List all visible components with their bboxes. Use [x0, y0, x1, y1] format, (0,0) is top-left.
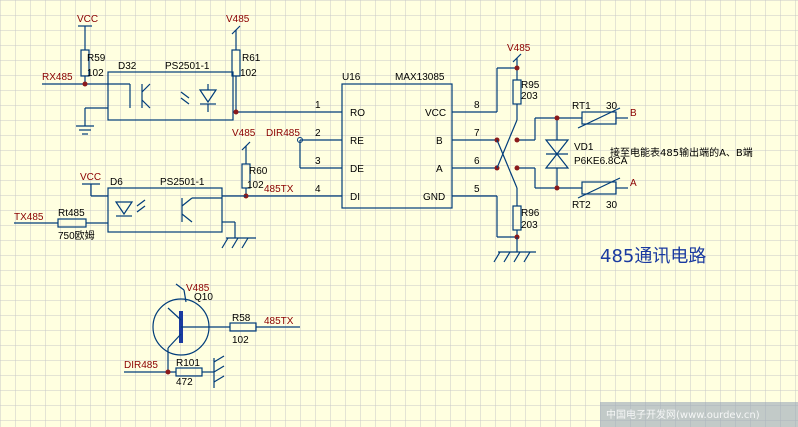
pin-name-vcc: VCC	[425, 108, 446, 119]
thermistor-rt2: RT2 30	[572, 177, 628, 211]
tvs-diode-vd1: VD1 P6KE6.8CA	[544, 115, 628, 191]
v485-rail-right: V485	[507, 43, 531, 80]
ground-symbol-r101	[213, 355, 225, 388]
pin-num-3: 3	[315, 156, 321, 167]
d6-ref: D6	[110, 177, 123, 188]
r96-ref: R96	[521, 208, 540, 219]
rt1-ref: RT1	[572, 101, 591, 112]
dir485-net-label-ic: DIR485	[266, 128, 300, 139]
pin-num-4: 4	[315, 184, 321, 195]
d32-ref: D32	[118, 61, 137, 72]
transistor-q10: Q10	[152, 292, 230, 370]
v485-label-right: V485	[507, 43, 531, 54]
r60-value: 102	[247, 180, 264, 191]
v485-rail-mid: V485	[232, 128, 256, 164]
watermark-text: 中国电子开发网(www.ourdev.cn)	[606, 408, 760, 421]
resistor-rt485: Rt485 750欧姆	[57, 208, 95, 242]
r58-ref: R58	[232, 313, 251, 324]
junction	[554, 185, 560, 191]
tvs-value: P6KE6.8CA	[574, 156, 628, 167]
b-output-label: B	[630, 108, 637, 119]
pin-name-b: B	[436, 136, 443, 147]
r101-ref: R101	[176, 358, 200, 369]
d6-part: PS2501-1	[160, 177, 205, 188]
junction-open	[297, 137, 303, 143]
r58-value: 102	[232, 335, 249, 346]
vcc-label-mid: VCC	[80, 172, 101, 183]
ground-symbol-d6	[221, 237, 256, 249]
diagram-title: 485通讯电路	[600, 246, 706, 267]
junction	[554, 115, 560, 121]
ground-symbol-d32	[76, 107, 108, 135]
junction	[233, 109, 239, 115]
watermark-bar	[600, 402, 798, 427]
rt2-ref: RT2	[572, 200, 591, 211]
optocoupler-d6: D6 PS2501-1	[107, 177, 223, 233]
v485-label-top: V485	[226, 14, 250, 25]
v485-rail-top: V485	[226, 14, 250, 50]
ic-ref: U16	[342, 72, 361, 83]
r96-value: 203	[521, 220, 538, 231]
pin-num-2: 2	[315, 128, 321, 139]
junction	[165, 369, 171, 375]
tx485-out-label-ic: 485TX	[264, 184, 294, 195]
junction	[514, 165, 520, 171]
ground-symbol-r96	[493, 237, 536, 263]
pin-name-gnd: GND	[423, 192, 445, 203]
optocoupler-d32: D32 PS2501-1	[107, 61, 234, 121]
pin-num-5: 5	[474, 184, 480, 195]
pin-name-a: A	[436, 164, 443, 175]
rx485-net-label: RX485	[42, 72, 73, 83]
rt485-value: 750欧姆	[58, 229, 95, 242]
junction	[82, 81, 88, 87]
vcc-label-top: VCC	[77, 14, 98, 25]
rt485-ref: Rt485	[58, 208, 85, 219]
r59-value: 102	[87, 68, 104, 79]
r59-ref: R59	[87, 53, 106, 64]
tvs-ref: VD1	[574, 142, 594, 153]
tx485-out-label-bottom: 485TX	[264, 316, 294, 327]
r61-ref: R61	[242, 53, 261, 64]
pin-name-di: DI	[350, 192, 360, 203]
pin-num-1: 1	[315, 100, 321, 111]
thermistor-rt1: RT1 30	[572, 101, 628, 129]
pin-name-de: DE	[350, 164, 364, 175]
vcc-rail-mid: VCC	[80, 172, 108, 197]
tx485-net-label: TX485	[14, 212, 44, 223]
ic-max13085: U16 MAX13085 RO RE DE DI 1 2 3 4 VCC B A…	[315, 72, 480, 209]
v485-label-mid: V485	[232, 128, 256, 139]
pin-num-6: 6	[474, 156, 480, 167]
d32-part: PS2501-1	[165, 61, 210, 72]
pin-name-ro: RO	[350, 108, 365, 119]
junction	[514, 65, 520, 71]
r95-ref: R95	[521, 80, 540, 91]
pin-name-re: RE	[350, 136, 364, 147]
v485-rail-bottom: V485	[175, 283, 210, 303]
pin-num-8: 8	[474, 100, 480, 111]
r101-value: 472	[176, 377, 193, 388]
vcc-rail-top: VCC	[77, 14, 98, 50]
junction	[514, 137, 520, 143]
v485-label-bottom: V485	[186, 283, 210, 294]
ic-part: MAX13085	[395, 72, 445, 83]
r61-value: 102	[240, 68, 257, 79]
q10-ref: Q10	[194, 292, 213, 303]
dir485-net-label-bottom: DIR485	[124, 360, 158, 371]
rt1-value: 30	[606, 101, 618, 112]
r95-value: 203	[521, 91, 538, 102]
pin-num-7: 7	[474, 128, 480, 139]
rt2-value: 30	[606, 200, 618, 211]
r60-ref: R60	[249, 166, 268, 177]
a-output-label: A	[630, 178, 637, 189]
connection-note: 接至电能表485输出端的A、B端	[610, 146, 753, 159]
